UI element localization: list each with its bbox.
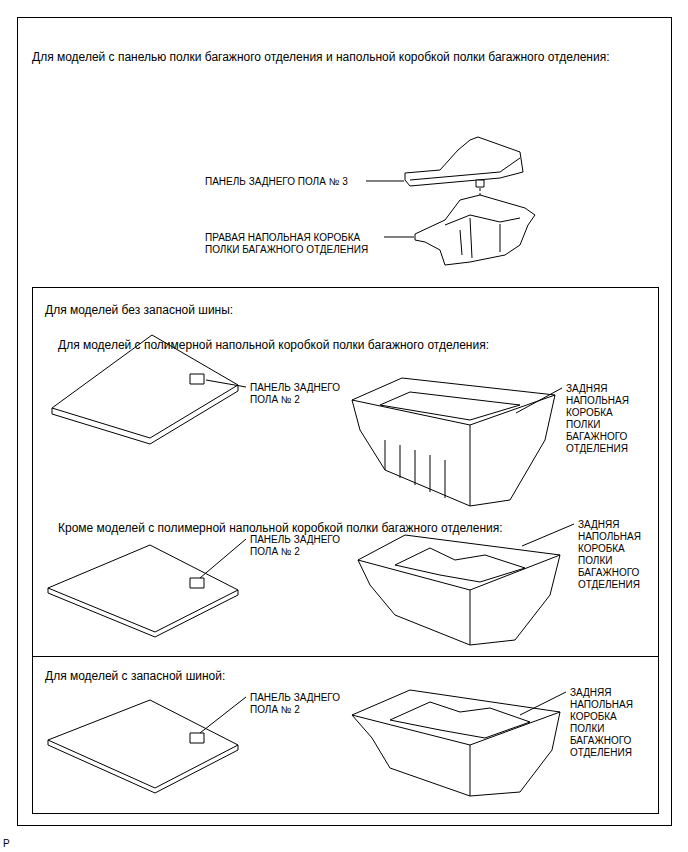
floor-panel-2 bbox=[48, 700, 238, 788]
rear-floor-box bbox=[358, 535, 560, 645]
part-name: ПРАВАЯ НАПОЛЬНАЯ КОРОБКА ПОЛКИ БАГАЖНОГО… bbox=[205, 232, 383, 256]
subsection-box: Для моделей с запасной шиной: bbox=[32, 656, 659, 814]
floor-panel-3 bbox=[405, 137, 523, 186]
floor-panel-2 bbox=[48, 545, 238, 632]
leader-line bbox=[366, 181, 404, 182]
latch bbox=[190, 374, 204, 384]
part-name: ПАНЕЛЬ ЗАДНЕГО ПОЛА № 3 bbox=[205, 176, 365, 188]
subsection-box: Для моделей без запасной шины: Для моделе… bbox=[32, 287, 659, 657]
latch bbox=[190, 733, 204, 743]
section-heading: Для моделей с панелью полки багажного от… bbox=[32, 50, 609, 64]
leader-line bbox=[200, 539, 246, 578]
leader-line bbox=[520, 692, 566, 715]
part-name: ПАНЕЛЬ ЗАДНЕГО ПОЛА № 2 bbox=[250, 382, 350, 406]
leader-line bbox=[516, 388, 562, 413]
clip bbox=[476, 180, 484, 187]
leader-line bbox=[522, 524, 574, 546]
latch bbox=[190, 578, 204, 588]
part-name: ПАНЕЛЬ ЗАДНЕГО ПОЛА № 2 bbox=[250, 534, 350, 558]
right-floor-box bbox=[415, 195, 535, 265]
part-name: ЗАДНЯЯ НАПОЛЬНАЯ КОРОБКА ПОЛКИ БАГАЖНОГО… bbox=[570, 687, 644, 759]
leader-line bbox=[384, 237, 414, 238]
section-heading: Для моделей с запасной шиной: bbox=[45, 669, 225, 683]
subsection-heading: Кроме моделей с полимерной напольной кор… bbox=[58, 521, 503, 535]
subsection-heading: Для моделей с полимерной напольной короб… bbox=[58, 338, 489, 352]
part-name: ПАНЕЛЬ ЗАДНЕГО ПОЛА № 2 bbox=[250, 692, 350, 716]
part-name: ЗАДНЯЯ НАПОЛЬНАЯ КОРОБКА ПОЛКИ БАГАЖНОГО… bbox=[578, 519, 652, 591]
leader-line bbox=[200, 697, 246, 733]
rear-floor-box bbox=[352, 378, 555, 506]
rear-floor-box bbox=[352, 690, 560, 796]
section-heading: Для моделей без запасной шины: bbox=[45, 303, 233, 317]
leader-line bbox=[206, 380, 246, 387]
part-name: ЗАДНЯЯ НАПОЛЬНАЯ КОРОБКА ПОЛКИ БАГАЖНОГО… bbox=[566, 383, 640, 455]
page-mark: P bbox=[3, 838, 23, 850]
